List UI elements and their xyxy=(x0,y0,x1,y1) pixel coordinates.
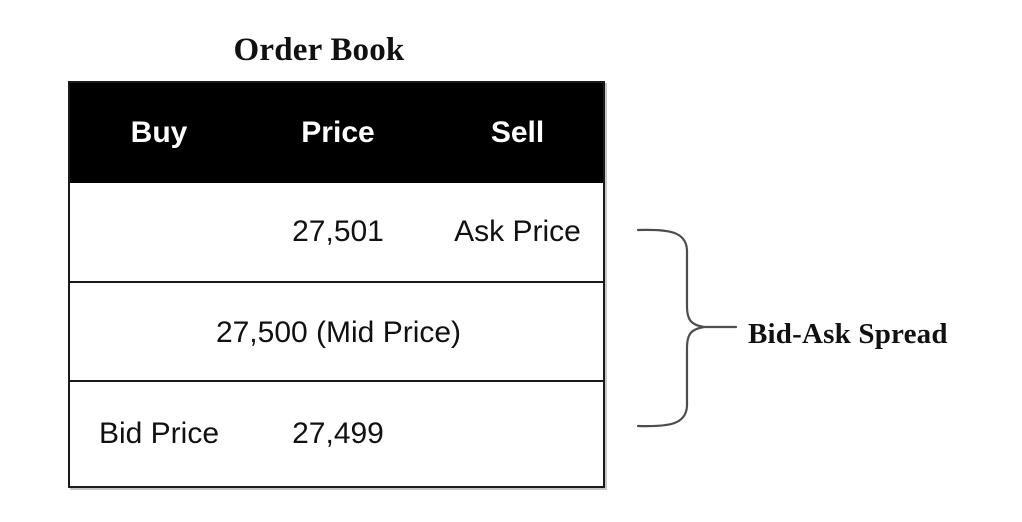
table-row-mid: 27,500 (Mid Price) xyxy=(70,283,603,382)
order-book-table: Buy Price Sell 27,501 Ask Price 27,500 (… xyxy=(68,81,605,488)
cell-bid-label: Bid Price xyxy=(98,417,220,450)
cell-bid-price: 27,499 xyxy=(292,417,384,450)
page-title: Order Book xyxy=(233,32,405,68)
cell-ask-label: Ask Price xyxy=(454,215,581,248)
column-header-price: Price xyxy=(301,116,375,149)
cell-bid-sell xyxy=(428,382,607,486)
column-header-sell: Sell xyxy=(490,116,545,149)
curly-brace-icon xyxy=(636,228,738,428)
table-row-ask: 27,501 Ask Price xyxy=(70,183,603,283)
column-header-buy: Buy xyxy=(130,116,188,149)
table-header-row: Buy Price Sell xyxy=(70,83,603,183)
cell-ask-price: 27,501 xyxy=(292,215,384,248)
cell-ask-buy xyxy=(70,183,248,281)
cell-mid-price: 27,500 (Mid Price) xyxy=(215,315,462,349)
table-row-bid: Bid Price 27,499 xyxy=(70,382,603,486)
annotation-label-bid-ask-spread: Bid-Ask Spread xyxy=(748,318,948,350)
